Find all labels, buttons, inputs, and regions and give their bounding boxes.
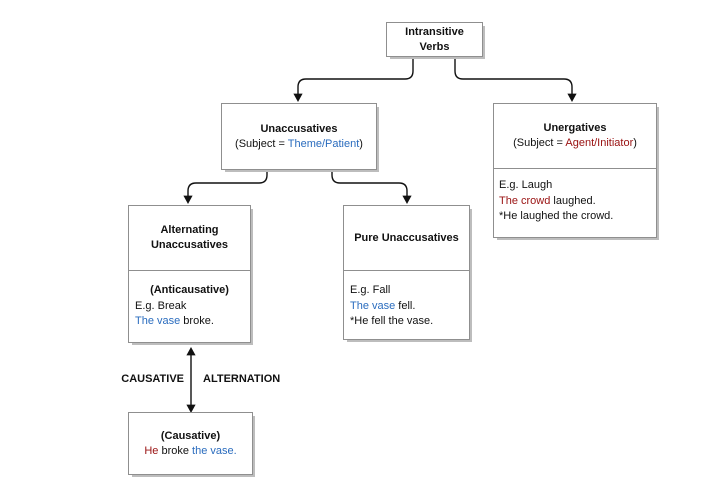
connector-root-to-unaccusatives	[297, 57, 414, 95]
unergatives-sentence: The crowd laughed.	[499, 194, 596, 207]
node-unaccusatives-subtitle: (Subject = Theme/Patient)	[235, 137, 363, 150]
node-unergatives-title: Unergatives	[543, 122, 607, 134]
node-causative: (Causative) He broke the vase.	[128, 412, 253, 475]
node-unaccusatives-title: Unaccusatives	[260, 122, 338, 135]
node-intransitive-verbs: Intransitive Verbs	[386, 22, 483, 57]
node-causative-title: (Causative)	[160, 429, 221, 442]
label-alternation: ALTERNATION	[203, 373, 281, 385]
pure-example: E.g. Fall	[350, 284, 391, 296]
node-alternating-title: Alternating Unaccusatives	[150, 224, 229, 251]
connector-root-to-unergatives	[454, 57, 573, 95]
connector-unaccusatives-to-pure	[331, 170, 408, 197]
node-intransitive-verbs-title: Intransitive Verbs	[405, 25, 464, 53]
node-unergatives: Unergatives (Subject = Agent/Initiator) …	[493, 103, 657, 238]
node-pure-unaccusatives: Pure Unaccusatives E.g. Fall The vase fe…	[343, 205, 470, 340]
alternating-subtype: (Anticausative)	[150, 284, 229, 296]
pure-sentence: The vase fell.	[350, 299, 416, 312]
node-pure-title: Pure Unaccusatives	[354, 231, 459, 244]
arrowhead-unergatives	[567, 93, 577, 102]
subject-role-agent-initiator: Agent/Initiator	[565, 137, 634, 149]
arrowhead-unaccusatives	[293, 93, 303, 102]
connector-unaccusatives-to-alternating	[187, 170, 268, 197]
arrowhead-alternating	[183, 195, 193, 204]
pure-ungrammatical: *He fell the vase.	[350, 315, 434, 327]
node-alternating-unaccusatives: Alternating Unaccusatives (Anticausative…	[128, 205, 251, 343]
unergatives-ungrammatical: *He laughed the crowd.	[499, 210, 614, 222]
arrowhead-alternation-up	[186, 347, 196, 356]
arrowhead-alternation-down	[186, 404, 196, 413]
arrowhead-pure	[402, 195, 412, 204]
alternating-example: E.g. Break	[135, 299, 187, 312]
node-unergatives-subtitle: (Subject = Agent/Initiator)	[513, 137, 637, 149]
subject-role-theme-patient: Theme/Patient	[287, 137, 360, 150]
causative-sentence: He broke the vase.	[144, 444, 237, 457]
label-causative: CAUSATIVE	[121, 373, 184, 385]
node-unaccusatives: Unaccusatives (Subject = Theme/Patient)	[221, 103, 377, 170]
unergatives-example: E.g. Laugh	[499, 179, 553, 191]
alternating-sentence: The vase broke.	[135, 315, 214, 327]
